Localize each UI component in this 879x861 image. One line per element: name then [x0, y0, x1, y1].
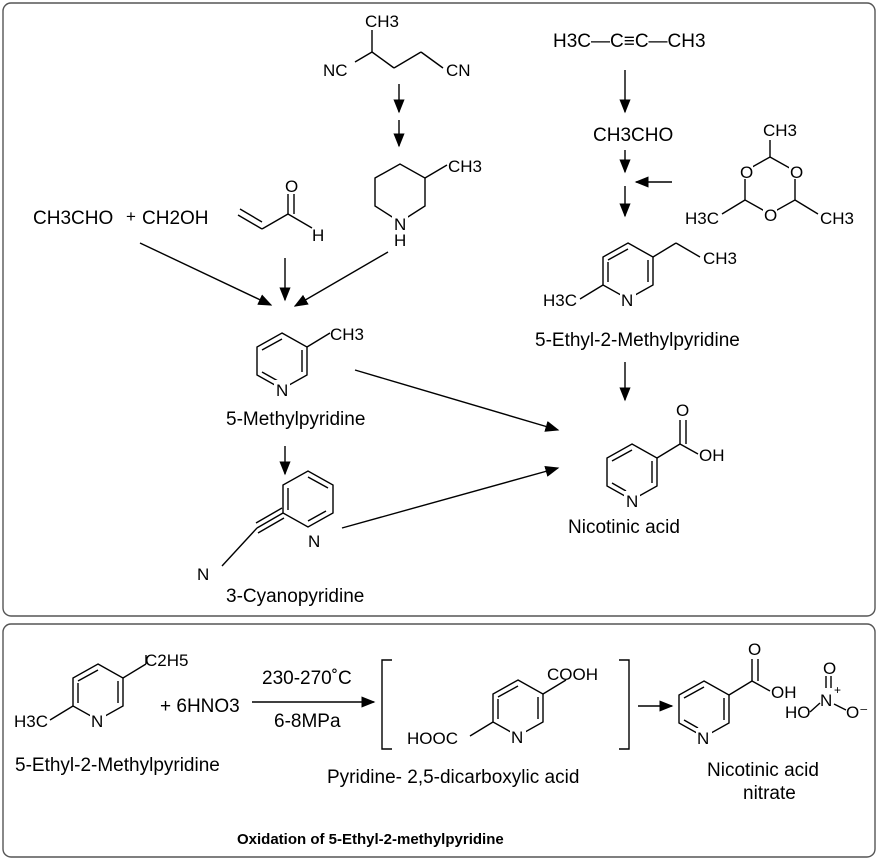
- nitrate-plus-label: +: [834, 683, 841, 697]
- bottom-panel-frame: [2, 623, 876, 858]
- nitrate-ho-label: HO: [785, 703, 811, 722]
- nicotinic-oh-label: OH: [699, 446, 725, 465]
- cyanopyridine-name: 3-Cyanopyridine: [226, 586, 364, 607]
- nicotinic-n-label: N: [626, 492, 638, 511]
- bottom-panel-title: Oxidation of 5-Ethyl-2-methylpyridine: [237, 831, 504, 848]
- bottom-reactant-c2h5-label: C2H5: [145, 651, 188, 670]
- acrolein-o-label: O: [285, 177, 298, 196]
- ethylmethylpyridine-n-label: N: [621, 291, 633, 310]
- methylpiperidine-structure: CH3 N H: [374, 157, 482, 250]
- ethylmethylpyridine-ch3-label: CH3: [703, 249, 737, 268]
- top-panel-frame: [2, 2, 876, 617]
- methylpyridine-n-label: N: [276, 381, 288, 400]
- methylglutaronitrile-structure: CH3 NC CN: [323, 12, 471, 80]
- dicarboxylic-cooh-label: COOH: [547, 665, 598, 684]
- piperidine-h-label: H: [394, 231, 406, 250]
- acetaldehyde-right-label: CH3CHO: [593, 125, 673, 146]
- acetaldehyde-label: CH3CHO: [33, 208, 113, 229]
- nicotinic-nitrate-name-line1: Nicotinic acid: [707, 760, 819, 781]
- arrow-aldehydes-to-methylpyridine: [139, 242, 273, 306]
- nitrate-product-oh-label: OH: [771, 683, 797, 702]
- left-bracket: [381, 659, 392, 750]
- piperidine-ch3-label: CH3: [448, 157, 482, 176]
- arrow-methylpyridine-to-nicotinic: [354, 369, 560, 432]
- piperidine-n-label: N: [394, 215, 406, 234]
- plus-sign: +: [126, 207, 136, 226]
- nitrate-n-label: N: [820, 691, 832, 710]
- methylpyridine-name: 5-Methylpyridine: [226, 409, 365, 430]
- bottom-reactant-h3c-label: H3C: [14, 712, 48, 731]
- acrolein-structure: O H: [237, 177, 324, 245]
- paraldehyde-structure: O O O CH3 H3C CH3: [685, 121, 854, 228]
- paraldehyde-o-bottom: O: [764, 206, 777, 225]
- methanol-label: CH2OH: [142, 208, 209, 229]
- dinitrile-ch3-label: CH3: [365, 12, 399, 31]
- arrow-cyanopyridine-to-nicotinic: [341, 465, 560, 529]
- paraldehyde-o-right: O: [790, 163, 803, 182]
- dicarboxylic-hooc-label: HOOC: [407, 729, 458, 748]
- nitrate-ion-structure: HO N + O O⁻: [785, 659, 868, 722]
- dinitrile-nc-label: NC: [323, 61, 348, 80]
- nitrate-o-top-label: O: [823, 659, 836, 678]
- nitric-acid-reagent: + 6HNO3: [160, 696, 240, 717]
- methylpyridine-structure: CH3 N: [256, 325, 364, 400]
- bottom-reactant-n-label: N: [91, 712, 103, 731]
- nicotinic-acid-structure: N O OH: [606, 401, 725, 511]
- ethylmethylpyridine-name: 5-Ethyl-2-Methylpyridine: [535, 330, 740, 351]
- paraldehyde-ch3-right: CH3: [820, 209, 854, 228]
- nitrate-product-n-label: N: [697, 729, 709, 748]
- paraldehyde-h3c-left: H3C: [685, 209, 719, 228]
- dicarboxylic-n-label: N: [511, 728, 523, 747]
- condition-pressure: 6-8MPa: [274, 711, 341, 732]
- ethylmethylpyridine-h3c-label: H3C: [543, 291, 577, 310]
- butyne-label: H3C—C≡C—CH3: [553, 31, 706, 52]
- acrolein-h-label: H: [312, 226, 324, 245]
- paraldehyde-ch3-top: CH3: [763, 121, 797, 140]
- condition-temperature: 230-270˚C: [262, 668, 352, 689]
- bottom-reactant-name: 5-Ethyl-2-Methylpyridine: [15, 755, 220, 776]
- paraldehyde-o-left: O: [740, 163, 753, 182]
- cyanopyridine-cn-label: N: [197, 565, 209, 584]
- methylpyridine-ch3-label: CH3: [330, 325, 364, 344]
- nitrate-o-minus-label: O⁻: [846, 703, 868, 722]
- nitrate-product-o-label: O: [748, 640, 761, 659]
- cyanopyridine-n-label: N: [308, 532, 320, 551]
- nicotinic-o-label: O: [676, 401, 689, 420]
- bottom-ethylmethylpyridine-structure: N C2H5 H3C: [14, 651, 188, 731]
- arrow-piperidine-to-methylpyridine: [293, 251, 389, 307]
- nicotinic-acid-name: Nicotinic acid: [568, 517, 680, 538]
- ethylmethylpyridine-structure: N CH3 H3C: [543, 242, 737, 310]
- dicarboxylic-acid-structure: N COOH HOOC: [407, 665, 598, 748]
- dinitrile-cn-label: CN: [446, 61, 471, 80]
- nicotinic-nitrate-name-line2: nitrate: [743, 783, 796, 804]
- right-bracket: [619, 659, 630, 750]
- cyanopyridine-structure: N N: [197, 470, 342, 584]
- dicarboxylic-acid-name: Pyridine- 2,5-dicarboxylic acid: [327, 767, 579, 788]
- nicotinic-acid-nitrate-structure: N O OH: [678, 640, 797, 748]
